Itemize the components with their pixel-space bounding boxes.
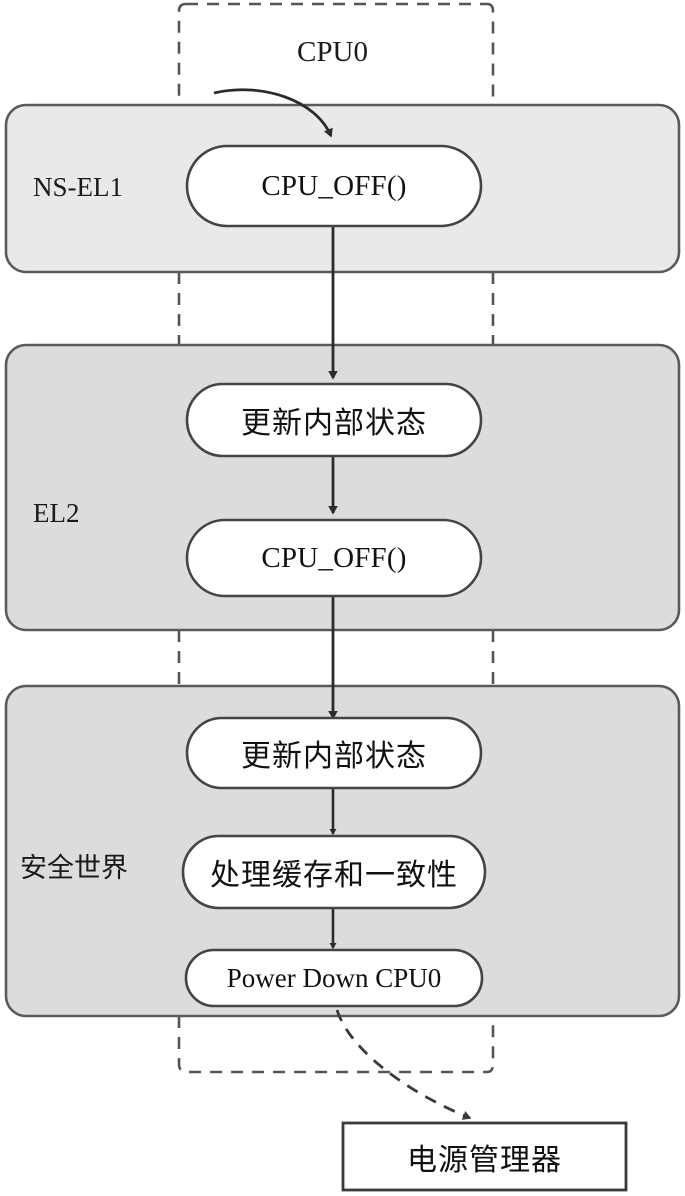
node-el2-update-state[interactable] bbox=[185, 382, 483, 458]
node-label-sw-update-state: 更新内部状态 bbox=[241, 740, 427, 773]
node-el2-cpu-off[interactable] bbox=[185, 518, 483, 598]
node-sw-power-down[interactable] bbox=[184, 948, 484, 1008]
node-sw-update-state[interactable] bbox=[185, 716, 483, 790]
node-label-sw-cache-coherency: 处理缓存和一致性 bbox=[210, 859, 458, 892]
zone-label-el2: EL2 bbox=[33, 498, 80, 528]
cpu0-group-title: CPU0 bbox=[297, 36, 368, 68]
edge-entry-curved-arrow bbox=[213, 88, 333, 138]
node-ns-cpu-off[interactable] bbox=[185, 144, 483, 228]
node-power-manager[interactable] bbox=[341, 1121, 628, 1192]
node-label-el2-cpu-off: CPU_OFF() bbox=[261, 541, 407, 574]
node-label-ns-cpu-off: CPU_OFF() bbox=[261, 169, 407, 202]
zone-label-ns-el1: NS-EL1 bbox=[33, 172, 123, 202]
node-label-el2-update-state: 更新内部状态 bbox=[241, 407, 427, 440]
zone-label-secure-world: 安全世界 bbox=[20, 853, 128, 883]
node-sw-cache-coherency[interactable] bbox=[181, 834, 487, 910]
cpu0-group-outline bbox=[177, 2, 495, 1074]
edge-power-down-to-power-manager bbox=[335, 1009, 472, 1120]
node-label-power-manager: 电源管理器 bbox=[407, 1143, 562, 1177]
zone-panel-el2 bbox=[4, 343, 681, 632]
node-label-sw-power-down: Power Down CPU0 bbox=[226, 962, 442, 993]
